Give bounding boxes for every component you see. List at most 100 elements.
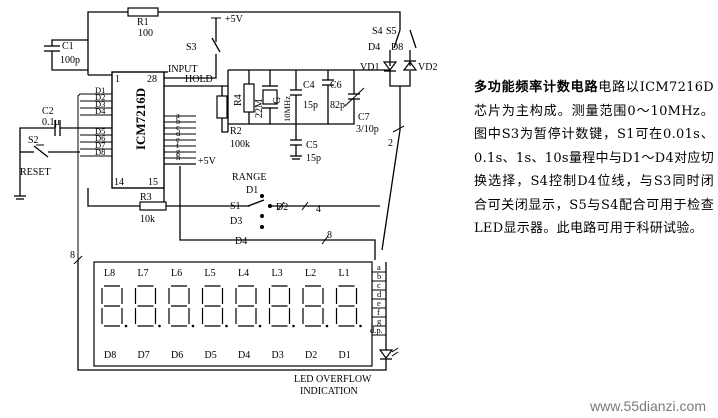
indication-label: INDICATION — [300, 386, 358, 397]
bus2-label: 2 — [388, 138, 393, 149]
chip-pin-14: 14 — [114, 177, 124, 188]
pin-d7: D7 — [95, 140, 105, 150]
switch-s3 — [164, 17, 221, 79]
seven-segment-digit — [168, 285, 195, 328]
pin-f: f — [176, 140, 179, 150]
display-seg-pins — [372, 262, 387, 342]
pin-d6: D6 — [95, 133, 105, 143]
disp-pin-b: b — [377, 271, 381, 281]
digit-bottom-label: D4 — [238, 350, 250, 361]
range-d4-label: D4 — [235, 236, 247, 247]
seven-segment-digit — [302, 285, 329, 328]
pin-e: e — [176, 134, 180, 144]
seven-segment-digit — [101, 285, 128, 328]
pin-d8: D8 — [95, 147, 105, 157]
r2-value: 100k — [230, 139, 250, 150]
pin-c: c — [176, 122, 180, 132]
seven-segment-digit — [268, 285, 295, 328]
seven-segment-digit — [201, 285, 228, 328]
c7-label: C7 — [358, 112, 370, 123]
description-title: 多功能频率计数电路 — [474, 80, 599, 95]
c1-value: 100p — [60, 55, 80, 66]
c2-label: C2 — [42, 106, 54, 117]
d4-top-label: D4 — [368, 42, 380, 53]
digit-bottom-label: D2 — [305, 350, 317, 361]
chip-name: ICM7216D — [133, 88, 148, 150]
circuit-schematic: R1 100 C1 100p ICM7216D 1 28 14 15 D1 D2… — [14, 7, 437, 397]
disp-pin-f: f — [377, 307, 380, 317]
c1-label: C1 — [62, 41, 74, 52]
pin-g: g — [176, 146, 181, 156]
switches-s4-s5 — [381, 29, 418, 251]
pin-b: b — [176, 116, 180, 126]
digit-bottom-label: D6 — [171, 350, 183, 361]
digit-bottom-label: D3 — [272, 350, 284, 361]
resistor-r3 — [87, 188, 250, 211]
range-label: RANGE — [232, 172, 266, 183]
display-buses — [73, 166, 376, 371]
r4-value: 22M — [254, 99, 265, 118]
c4-value: 15p — [303, 100, 318, 111]
c6-label: C6 — [330, 80, 342, 91]
digit-top-label: L3 — [272, 268, 283, 279]
chip-seg-pins — [164, 115, 196, 159]
plus5v-mid-label: +5V — [198, 156, 217, 167]
c5-label: C5 — [306, 140, 318, 151]
plus5v-top-label: +5V — [225, 14, 244, 25]
disp-pin-a: a — [377, 262, 381, 272]
c6-value: 82p — [330, 100, 345, 111]
chip-d-pins — [77, 93, 112, 260]
r3-value: 10k — [140, 214, 155, 225]
bus8-b-label: 8 — [70, 250, 75, 261]
disp-pin-d: d — [377, 289, 382, 299]
digit-top-label: L8 — [104, 268, 115, 279]
s3-label: S3 — [186, 42, 197, 53]
digit-top-label: L6 — [171, 268, 182, 279]
circuit-description: 多功能频率计数电路电路以ICM7216D芯片为主构成。测量范围0～10MHz。图… — [474, 76, 714, 241]
digit-top-label: L4 — [238, 268, 249, 279]
range-d3-label: D3 — [230, 216, 242, 227]
bus8-a-label: 8 — [327, 230, 332, 241]
seven-segment-digit — [235, 285, 262, 328]
r3-label: R3 — [140, 192, 152, 203]
digit-top-label: L1 — [339, 268, 350, 279]
pin-d4: D4 — [95, 106, 106, 116]
hold-label: HOLD — [185, 74, 213, 85]
site-watermark: www.55dianzi.com — [590, 398, 706, 414]
capacitor-c1 — [44, 39, 88, 71]
pin-d3: D3 — [95, 99, 105, 109]
top-feedback-wire — [87, 11, 401, 75]
r1-label: R1 — [137, 17, 149, 28]
reset-label: RESET — [20, 167, 51, 178]
digit-bottom-label: D7 — [138, 350, 150, 361]
vd1-label: VD1 — [360, 62, 379, 73]
resistor-r1 — [127, 7, 159, 17]
pin-d1: D1 — [95, 85, 105, 95]
range-d1-label: D1 — [246, 185, 258, 196]
digit-top-label: L2 — [305, 268, 316, 279]
seven-segment-digit — [335, 285, 362, 328]
vd2-label: VD2 — [418, 62, 437, 73]
chip-pin-15: 15 — [148, 177, 158, 188]
r1-value: 100 — [138, 28, 153, 39]
range-d2-label: D2 — [276, 202, 288, 213]
s2-label: S2 — [28, 135, 39, 146]
bus4-label: 4 — [316, 204, 321, 215]
c5-value: 15p — [306, 153, 321, 164]
switch-s2 — [20, 144, 80, 158]
disp-pin-e: e — [377, 298, 381, 308]
digit-bottom-label: D1 — [339, 350, 351, 361]
s4-label: S4 — [372, 26, 383, 37]
chip-pin-28: 28 — [147, 74, 157, 85]
r4-label: R4 — [233, 94, 244, 106]
pin-d2: D2 — [95, 92, 105, 102]
disp-pin-c: c — [377, 280, 381, 290]
disp-pin-g: g — [377, 316, 382, 326]
overflow-led — [375, 342, 399, 371]
disp-pin-dp: d.p. — [370, 325, 383, 335]
digit-bottom-label: D5 — [205, 350, 217, 361]
r2-label: R2 — [230, 126, 242, 137]
s5-label: S5 — [386, 26, 397, 37]
seven-segment-digit — [134, 285, 161, 328]
led-display — [93, 261, 373, 367]
